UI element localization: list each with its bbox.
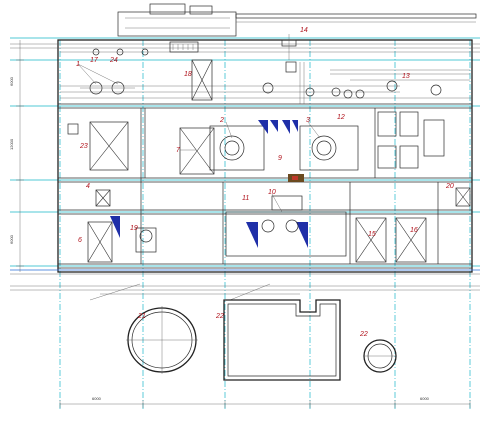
unit-23: [67, 121, 129, 171]
pump-group-13: [262, 61, 442, 99]
tag-4: 4: [86, 183, 90, 190]
leader-lines: [77, 63, 321, 213]
unit-2: [209, 120, 278, 171]
unit-18: [191, 59, 213, 101]
dim-bottom-1: 6000: [92, 396, 102, 401]
building-22: [223, 299, 341, 381]
main-building: [57, 39, 473, 273]
tag-17: 17: [90, 57, 99, 64]
tag-12: 12: [337, 114, 345, 121]
tank-22: [363, 339, 397, 373]
tag-3: 3: [306, 117, 310, 124]
tag-16: 16: [410, 227, 418, 234]
tag-9: 9: [278, 155, 282, 162]
unit-3: [282, 120, 359, 171]
valve-14: [281, 34, 297, 60]
tag-18: 18: [184, 71, 192, 78]
axis-grid: [10, 37, 480, 410]
item-tags: 1 17 24 18 14 13 2 3 12 23 7 9 4 10 20 1…: [76, 27, 454, 338]
tag-14: 14: [300, 27, 308, 34]
pipe-runs: [10, 43, 480, 301]
tag-20: 20: [445, 183, 454, 190]
unit-7: [179, 127, 215, 175]
unit-12: [377, 111, 445, 169]
tag-11: 11: [242, 195, 249, 202]
dim-left-low: 6000: [9, 234, 14, 244]
unit-6: [87, 221, 113, 263]
tag-22-building: 22: [215, 313, 224, 320]
tag-15: 15: [368, 231, 376, 238]
tag-2: 2: [219, 117, 224, 124]
tag-23: 23: [79, 143, 88, 150]
tag-22-tank: 22: [359, 331, 368, 338]
dim-bottom-2: 6000: [420, 396, 430, 401]
unit-15: [355, 217, 387, 263]
unit-19: [110, 216, 157, 253]
valve-group-top-left: [80, 41, 199, 95]
dim-left-top: 6000: [9, 76, 14, 86]
tag-13: 13: [402, 73, 410, 80]
top-annex: [117, 3, 477, 37]
tag-21: 21: [137, 313, 146, 320]
unit-16: [395, 217, 427, 263]
tank-21: [126, 306, 198, 374]
tag-7: 7: [176, 147, 181, 154]
tag-19: 19: [130, 225, 138, 232]
tag-1: 1: [76, 61, 80, 68]
unit-20: [455, 187, 471, 207]
tag-10: 10: [268, 189, 276, 196]
unit-11: [225, 195, 347, 257]
unit-4: [95, 189, 111, 207]
dimension-chains: 6000 12000 6000 6000 6000: [9, 40, 471, 408]
tag-24: 24: [109, 57, 118, 64]
dim-left-mid: 12000: [9, 138, 14, 150]
unit-9: [288, 174, 304, 182]
tag-6: 6: [78, 237, 82, 244]
